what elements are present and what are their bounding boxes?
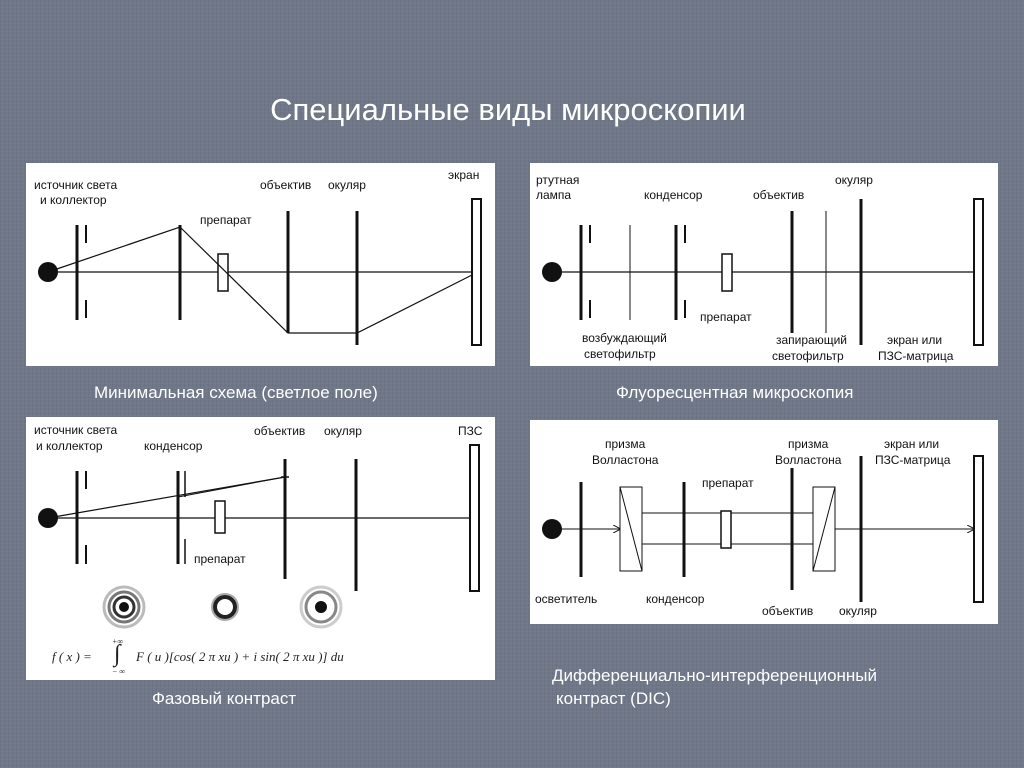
screen-rect — [973, 198, 984, 346]
slide-title: Специальные виды микроскопии — [270, 92, 746, 127]
formula: f ( x ) = +∞ ∫ − ∞ F ( u )[cos( 2 π xu )… — [52, 637, 472, 677]
label-prism-2-line2: Волластона — [775, 453, 842, 467]
panel-brightfield: источник света и коллектор препарат объе… — [26, 163, 495, 366]
label-barrier-1: запирающий — [776, 333, 848, 347]
brightfield-diagram — [38, 198, 482, 346]
prism-2-diagonal — [812, 486, 836, 572]
label-collector: и коллектор — [40, 193, 107, 207]
label-excitation-2: светофильтр — [584, 347, 656, 361]
label-screen-2: ПЗС-матрица — [875, 453, 951, 467]
label-specimen: препарат — [702, 476, 754, 490]
formula-lower-limit: − ∞ — [112, 667, 126, 676]
label-eyepiece: окуляр — [328, 178, 366, 192]
label-eyepiece: окуляр — [835, 173, 873, 187]
label-barrier-2: светофильтр — [772, 349, 844, 363]
label-specimen: препарат — [700, 310, 752, 324]
screen-rect — [973, 455, 984, 603]
ring-pattern-2 — [211, 593, 239, 621]
label-lamp-2: лампа — [536, 188, 572, 202]
label-screen-1: экран или — [884, 437, 940, 451]
formula-integrand: F ( u )[cos( 2 π xu ) + i sin( 2 π xu )]… — [136, 649, 344, 664]
label-ccd: ПЗС — [458, 424, 483, 438]
dic-diagram — [542, 455, 984, 603]
ccd-rect — [469, 444, 480, 592]
ring-pattern-1 — [102, 585, 146, 629]
label-lamp-1: ртутная — [536, 173, 580, 187]
label-excitation-1: возбуждающий — [582, 331, 667, 345]
label-source: источник света — [34, 178, 118, 192]
label-screen: экран — [448, 168, 480, 182]
caption-phase: Фазовый контраст — [152, 689, 297, 708]
panel-phase: источник света и коллектор конденсор объ… — [26, 417, 495, 680]
label-prism-2-line1: призма — [788, 437, 829, 451]
label-prism-1-line1: призма — [605, 437, 646, 451]
label-condenser: конденсор — [144, 439, 203, 453]
label-objective: объектив — [762, 604, 814, 618]
label-specimen: препарат — [194, 552, 246, 566]
caption-dic-line2: контраст (DIC) — [556, 689, 671, 708]
label-eyepiece: окуляр — [839, 604, 877, 618]
panel-dic: призма Волластона препарат призма Воллас… — [530, 420, 998, 624]
caption-fluorescence: Флуоресцентная микроскопия — [616, 383, 854, 402]
label-collector: и коллектор — [36, 439, 103, 453]
screen-rect — [471, 198, 482, 346]
phase-diagram — [38, 444, 480, 629]
panel-fluorescence: ртутная лампа конденсор объектив окуляр … — [530, 163, 998, 366]
formula-lhs: f ( x ) = — [52, 649, 92, 664]
caption-brightfield: Минимальная схема (светлое поле) — [94, 383, 378, 402]
ray-path — [47, 476, 286, 519]
label-screen-2: ПЗС-матрица — [878, 349, 954, 363]
label-specimen: препарат — [200, 213, 252, 227]
label-illuminator: осветитель — [535, 592, 598, 606]
ring-pattern-3 — [299, 585, 343, 629]
label-condenser: конденсор — [646, 592, 705, 606]
label-source: источник света — [34, 423, 118, 437]
fluorescence-diagram — [542, 198, 984, 346]
label-condenser: конденсор — [644, 188, 703, 202]
prism-1-diagonal — [619, 486, 643, 572]
formula-integral-sign: ∫ — [114, 641, 121, 667]
ray-path — [47, 226, 473, 334]
mercury-lamp-icon — [542, 262, 562, 282]
specimen-rect — [214, 500, 226, 534]
specimen-rect — [720, 510, 732, 549]
label-prism-1-line2: Волластона — [592, 453, 659, 467]
label-objective: объектив — [260, 178, 312, 192]
label-objective: объектив — [254, 424, 306, 438]
caption-dic-line1: Дифференциально-интерференционный — [552, 666, 878, 685]
formula-upper-limit: +∞ — [112, 637, 124, 646]
label-screen-1: экран или — [887, 333, 943, 347]
label-objective: объектив — [753, 188, 805, 202]
ray-path-2 — [177, 476, 286, 498]
specimen-rect — [217, 253, 229, 292]
specimen-rect — [721, 253, 733, 292]
label-eyepiece: окуляр — [324, 424, 362, 438]
